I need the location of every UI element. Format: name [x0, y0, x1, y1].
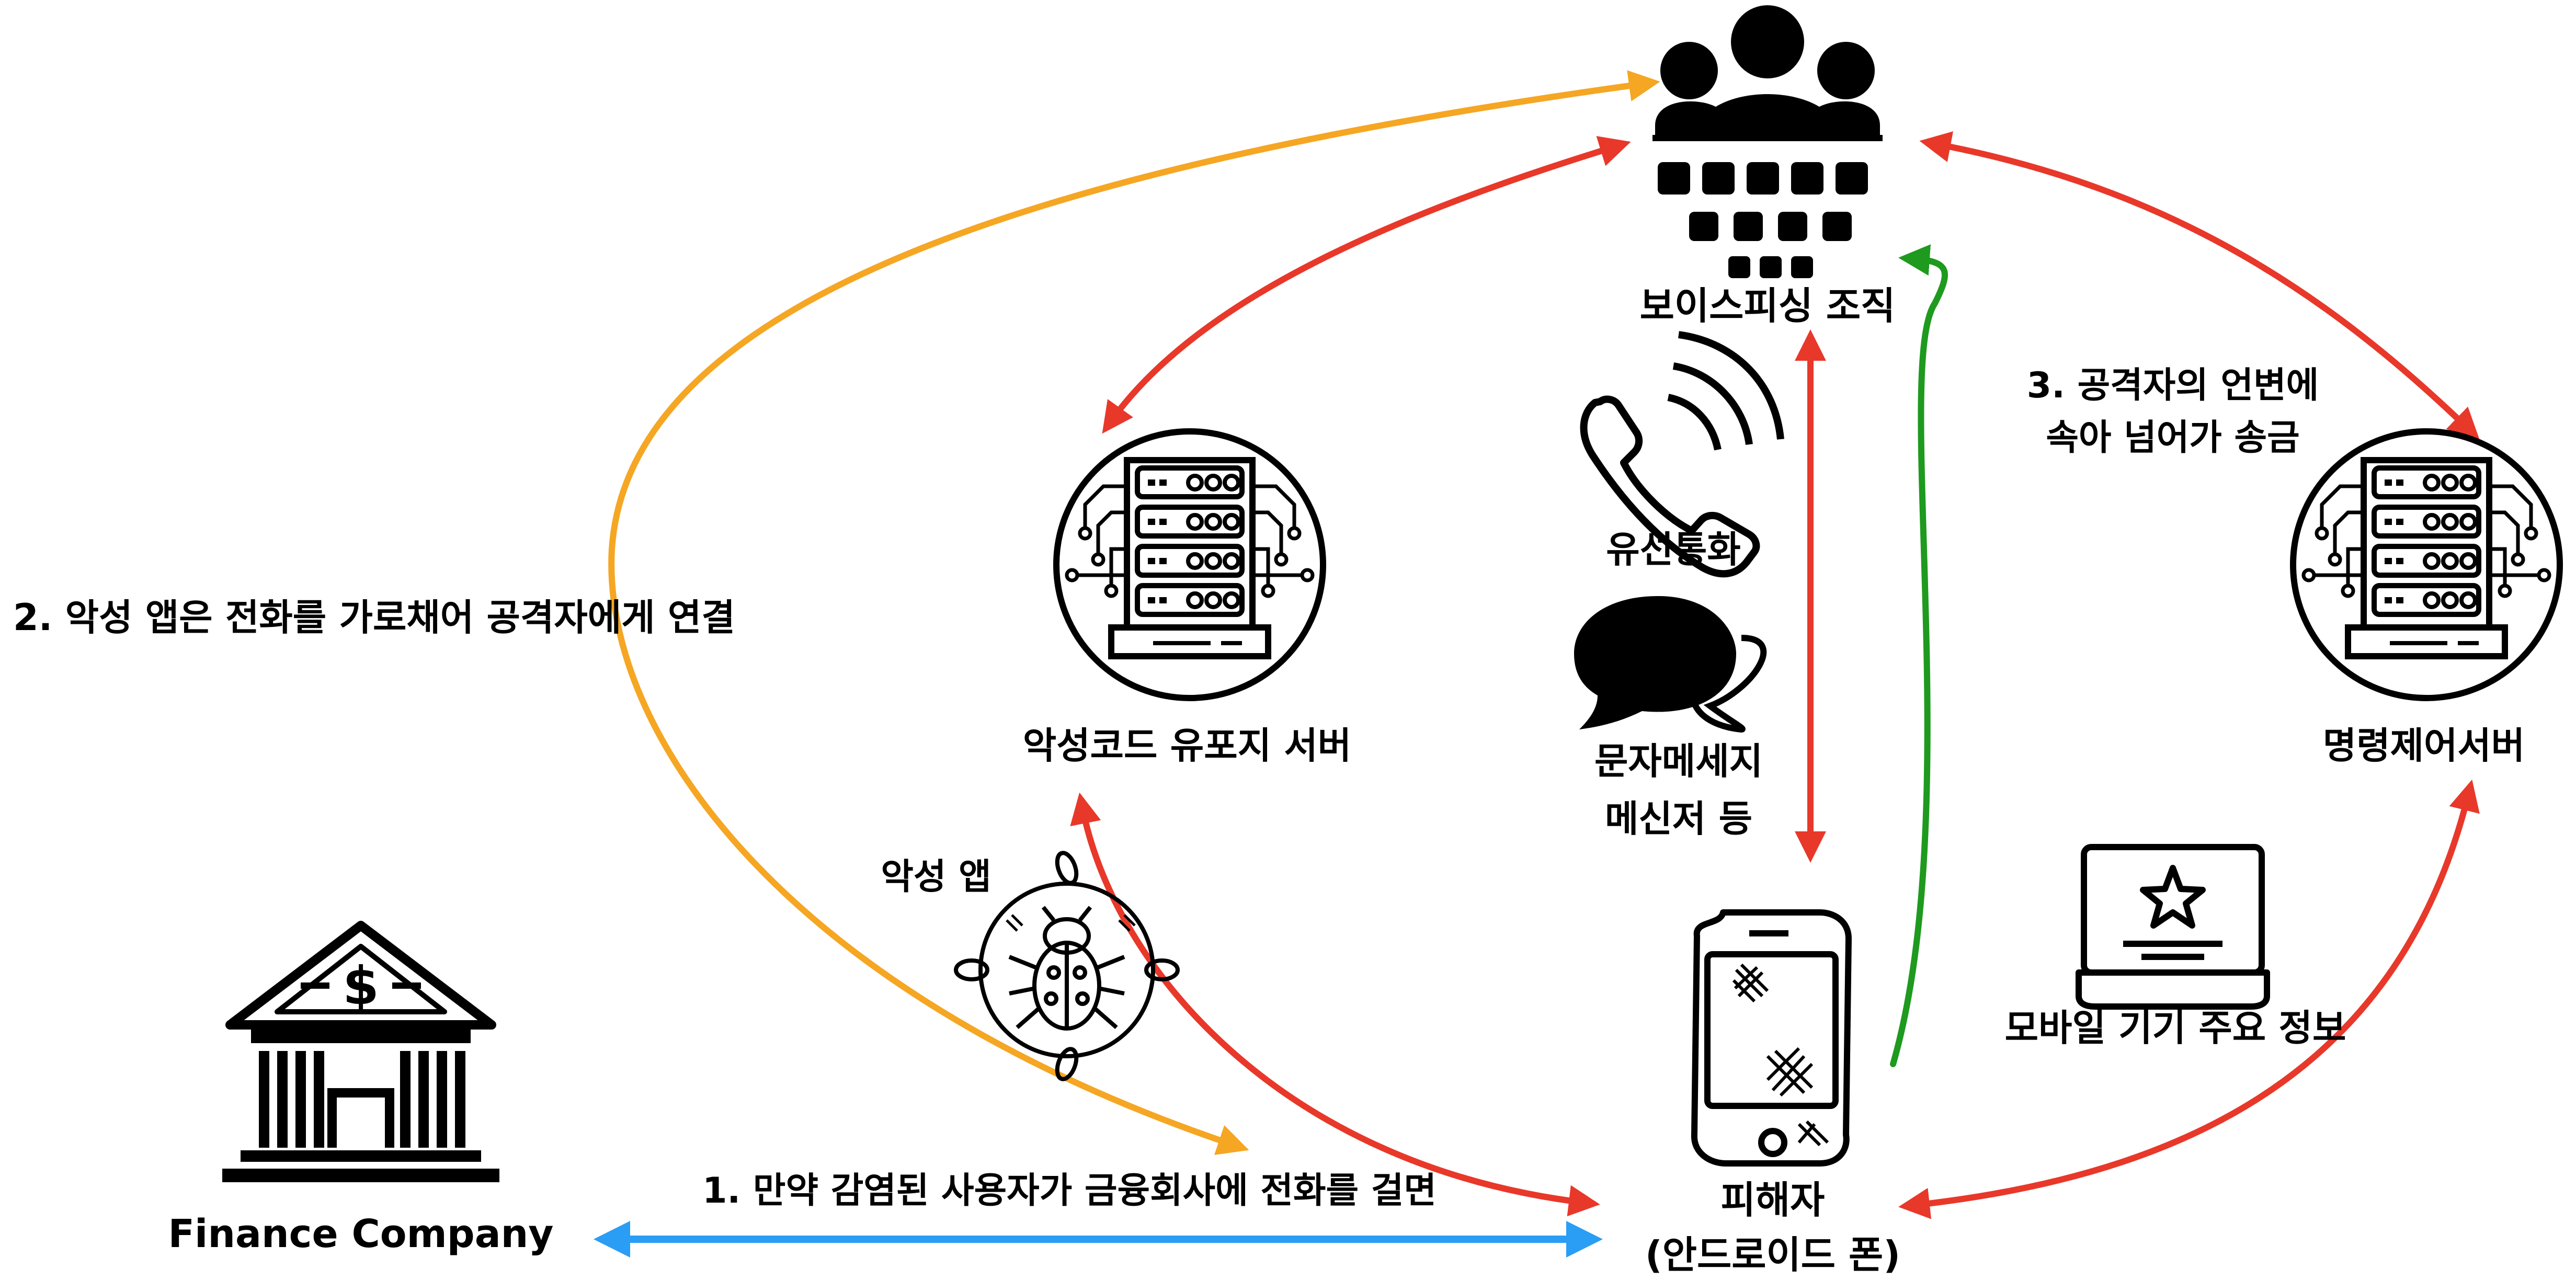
- arrow-org-malware-server: [1102, 136, 1631, 434]
- label-victim-2: (안드로이드 폰): [1645, 1233, 1900, 1277]
- arrow-transfer: [1890, 244, 1948, 1067]
- label-victim-1: 피해자: [1721, 1178, 1825, 1222]
- bank-icon: $: [222, 921, 499, 1182]
- smartphone-icon: [1691, 909, 1852, 1167]
- chat-bubble-icon: [1574, 596, 1767, 733]
- phone-handset-icon: [1580, 331, 1784, 578]
- label-malicious-app: 악성 앱: [881, 856, 991, 898]
- arrow-org-c2-server: [1919, 131, 2480, 440]
- label-finance-company: Finance Company: [168, 1212, 553, 1256]
- server-icon: [1056, 431, 1323, 698]
- label-step3-2: 속아 넘어가 송금: [2046, 417, 2299, 459]
- label-malware-server: 악성코드 유포지 서버: [1023, 724, 1351, 767]
- label-messages-2: 메신저 등: [1605, 797, 1752, 840]
- arrow-malware-victim: [1070, 792, 1600, 1217]
- group-org-icon: [1652, 5, 1883, 278]
- arrow-interception: [608, 70, 1660, 1155]
- svg-text:$: $: [343, 955, 379, 1016]
- label-voice-phishing-org: 보이스피싱 조직: [1640, 284, 1896, 328]
- label-c2-server: 명령제어서버: [2323, 724, 2525, 767]
- label-wired-call: 유선통화: [1606, 528, 1741, 571]
- label-step3-1: 3. 공격자의 언변에: [2027, 365, 2319, 406]
- laptop-star-icon: [2076, 844, 2270, 1010]
- label-mobile-info: 모바일 기기 주요 정보: [2005, 1007, 2346, 1049]
- label-messages-1: 문자메세지: [1594, 740, 1763, 783]
- server-icon: [2293, 431, 2560, 698]
- bug-icon: [954, 851, 1180, 1081]
- arrow-victim-c2: [1898, 779, 2480, 1219]
- label-step1: 1. 만약 감염된 사용자가 금융회사에 전화를 걸면: [702, 1170, 1437, 1212]
- label-step2: 2. 악성 앱은 전화를 가로채어 공격자에게 연결: [13, 596, 735, 639]
